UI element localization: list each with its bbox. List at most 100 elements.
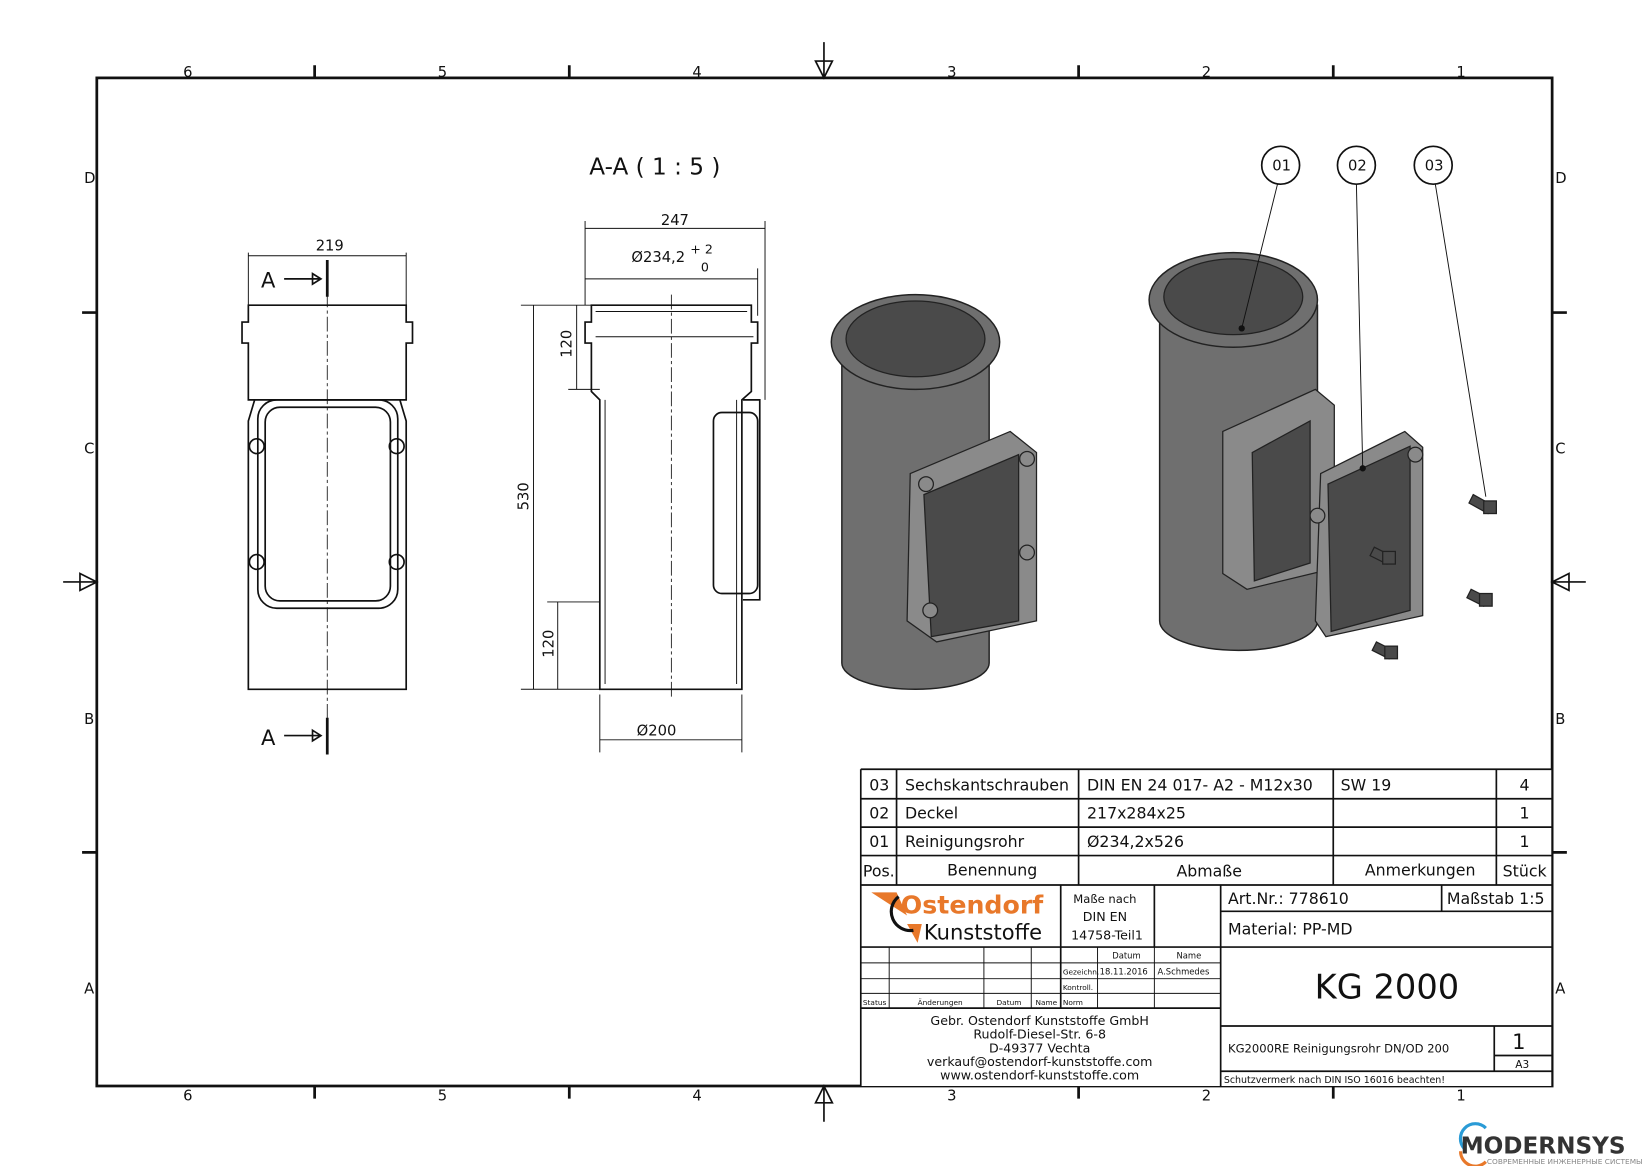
- hex-bolt-icon: [1466, 588, 1493, 607]
- balloon-02: 02: [1348, 158, 1367, 175]
- zone-col-3-bottom: 3: [947, 1088, 956, 1105]
- frame-ticks: [82, 65, 1567, 1099]
- zone-col-3-top: 3: [947, 64, 956, 81]
- dim-diameter-socket: Ø234,2: [631, 249, 685, 266]
- section-view: [520, 221, 766, 753]
- svg-text:A.Schmedes: A.Schmedes: [1158, 966, 1210, 976]
- svg-text:217x284x25: 217x284x25: [1087, 804, 1186, 823]
- zone-col-2-top: 2: [1202, 64, 1211, 81]
- drawing-description: KG2000RE Reinigungsrohr DN/OD 200: [1228, 1041, 1449, 1055]
- centering-arrows: [63, 42, 1586, 1122]
- dim-tolerance-lower: 0: [701, 260, 709, 275]
- dim-219: 219: [316, 237, 344, 254]
- hex-bolt-icon: [1468, 493, 1497, 515]
- dim-diameter-200: Ø200: [637, 723, 677, 740]
- svg-text:Abmaße: Abmaße: [1176, 862, 1241, 881]
- zone-col-6-top: 6: [183, 64, 192, 81]
- standard-note-3: 14758-Teil1: [1071, 928, 1143, 943]
- protection-note: Schutzvermerk nach DIN ISO 16016 beachte…: [1224, 1075, 1445, 1086]
- balloon-01: 01: [1272, 158, 1291, 175]
- dim-530: 530: [515, 482, 532, 510]
- svg-text:1: 1: [1520, 832, 1530, 851]
- parts-row: 01 Reinigungsrohr Ø234,2x526 1: [869, 832, 1529, 851]
- svg-text:Anmerkungen: Anmerkungen: [1365, 861, 1476, 880]
- svg-text:4: 4: [1520, 775, 1530, 794]
- zone-row-a-right: A: [1555, 980, 1565, 997]
- zone-col-5-bottom: 5: [438, 1088, 447, 1105]
- zone-row-b-left: B: [84, 711, 94, 728]
- svg-text:MODERNSYS: MODERNSYS: [1461, 1133, 1626, 1159]
- svg-text:18.11.2016: 18.11.2016: [1100, 966, 1148, 976]
- svg-text:02: 02: [869, 804, 889, 823]
- company-logo: Ostendorf Kunststoffe: [871, 890, 1044, 945]
- render-exploded: [1148, 251, 1497, 660]
- svg-text:Deckel: Deckel: [905, 804, 958, 823]
- zone-row-d-left: D: [84, 170, 95, 187]
- zone-col-5-top: 5: [438, 64, 447, 81]
- render-assembled: [830, 293, 1038, 690]
- zone-row-a-left: A: [84, 980, 94, 997]
- dim-247: 247: [661, 212, 689, 229]
- dim-120-spigot: 120: [541, 630, 558, 658]
- svg-text:www.ostendorf-kunststoffe.com: www.ostendorf-kunststoffe.com: [940, 1068, 1139, 1083]
- svg-text:Name: Name: [1176, 951, 1201, 961]
- svg-text:Kunststoffe: Kunststoffe: [924, 920, 1042, 945]
- drawing-title: KG 2000: [1315, 968, 1460, 1007]
- parts-row: 03 Sechskantschrauben DIN EN 24 017- A2 …: [869, 775, 1529, 794]
- sheet-format: A3: [1515, 1059, 1529, 1071]
- standard-note-2: DIN EN: [1083, 909, 1127, 924]
- parts-header: Pos. Benennung Abmaße Anmerkungen Stück: [863, 861, 1548, 881]
- svg-text:Gezeichn.: Gezeichn.: [1063, 967, 1099, 976]
- material: Material: PP-MD: [1228, 919, 1352, 938]
- section-marker-bottom: A: [261, 725, 276, 750]
- svg-text:Änderungen: Änderungen: [918, 998, 963, 1007]
- zone-col-2-bottom: 2: [1202, 1088, 1211, 1105]
- scale: Maßstab 1:5: [1447, 889, 1545, 908]
- zone-col-4-top: 4: [692, 64, 701, 81]
- zone-row-b-right: B: [1555, 711, 1565, 728]
- balloons: [1238, 145, 1487, 497]
- svg-text:Reinigungsrohr: Reinigungsrohr: [905, 832, 1025, 851]
- svg-text:Norm: Norm: [1063, 998, 1083, 1007]
- svg-text:1: 1: [1520, 804, 1530, 823]
- zone-col-6-bottom: 6: [183, 1088, 192, 1105]
- zone-col-4-bottom: 4: [692, 1088, 701, 1105]
- article-number: Art.Nr.: 778610: [1228, 889, 1349, 908]
- svg-text:SW 19: SW 19: [1341, 775, 1392, 794]
- zone-row-c-left: C: [84, 441, 94, 458]
- svg-text:Kontroll.: Kontroll.: [1063, 983, 1093, 992]
- svg-text:Datum: Datum: [997, 998, 1022, 1007]
- balloon-03: 03: [1425, 158, 1444, 175]
- svg-text:Datum: Datum: [1112, 951, 1140, 961]
- title-block: [860, 885, 1553, 1086]
- svg-text:01: 01: [869, 832, 889, 851]
- svg-text:Stück: Stück: [1503, 862, 1548, 881]
- modernsys-watermark: MODERNSYS СОВРЕМЕННЫЕ ИНЖЕНЕРНЫЕ СИСТЕМЫ: [1458, 1122, 1643, 1166]
- section-marker-top: A: [261, 267, 276, 292]
- standard-note-1: Maße nach: [1073, 892, 1136, 906]
- svg-text:Gebr. Ostendorf Kunststoffe Gm: Gebr. Ostendorf Kunststoffe GmbH: [930, 1013, 1148, 1028]
- parts-row: 02 Deckel 217x284x25 1: [869, 804, 1529, 823]
- zone-col-1-top: 1: [1456, 64, 1465, 81]
- svg-text:03: 03: [869, 775, 889, 794]
- svg-text:verkauf@ostendorf-kunststoffe.: verkauf@ostendorf-kunststoffe.com: [927, 1054, 1152, 1069]
- svg-text:DIN EN 24 017- A2 - M12x30: DIN EN 24 017- A2 - M12x30: [1087, 775, 1313, 794]
- hex-bolt-icon: [1371, 641, 1399, 660]
- zone-col-1-bottom: 1: [1456, 1088, 1465, 1105]
- hex-bolt-icon: [1369, 546, 1396, 565]
- company-address: Gebr. Ostendorf Kunststoffe GmbH Rudolf-…: [927, 1013, 1152, 1083]
- dim-120-socket: 120: [558, 330, 575, 358]
- svg-text:Pos.: Pos.: [863, 862, 895, 881]
- svg-text:Benennung: Benennung: [947, 861, 1037, 880]
- zone-row-c-right: C: [1555, 441, 1565, 458]
- svg-text:СОВРЕМЕННЫЕ ИНЖЕНЕРНЫЕ СИСТЕМЫ: СОВРЕМЕННЫЕ ИНЖЕНЕРНЫЕ СИСТЕМЫ: [1487, 1157, 1643, 1166]
- parts-list: [859, 768, 1553, 1086]
- svg-text:Ø234,2x526: Ø234,2x526: [1087, 832, 1184, 851]
- sheet-number: 1: [1512, 1029, 1525, 1054]
- svg-text:Status: Status: [863, 998, 887, 1007]
- front-view: [241, 252, 414, 755]
- svg-text:Rudolf-Diesel-Str. 6-8: Rudolf-Diesel-Str. 6-8: [973, 1027, 1106, 1042]
- svg-text:Sechskantschrauben: Sechskantschrauben: [905, 775, 1069, 794]
- section-title: A-A ( 1 : 5 ): [589, 155, 720, 181]
